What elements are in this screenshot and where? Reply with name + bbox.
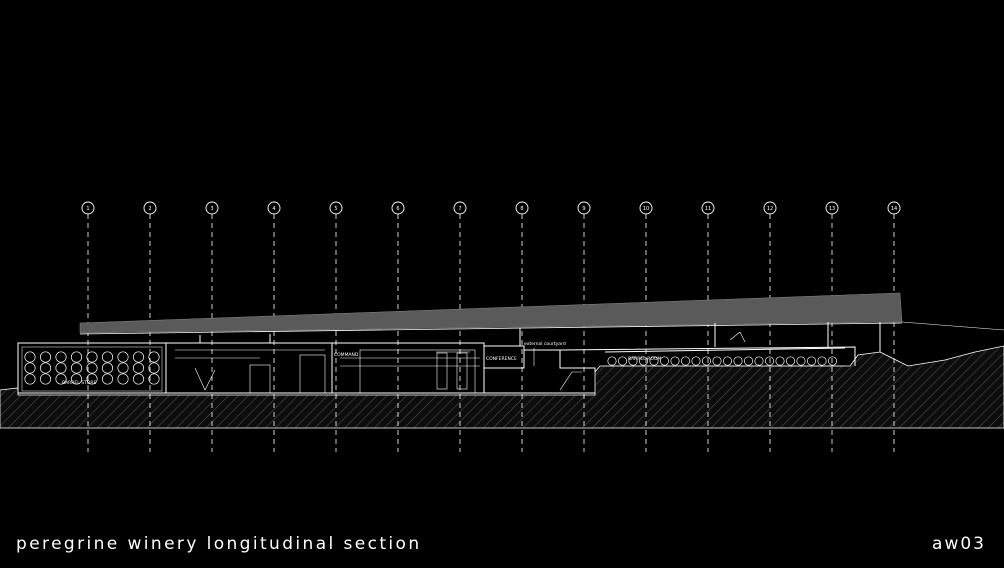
barrel <box>117 351 129 363</box>
grid-bubble-label: 6 <box>396 206 399 212</box>
barrel <box>148 351 160 363</box>
barrel <box>24 373 36 385</box>
barrel <box>148 362 160 374</box>
barrel <box>796 356 806 366</box>
grid-bubble-label: 14 <box>891 206 897 212</box>
barrel <box>680 356 691 366</box>
barrel <box>764 356 775 366</box>
barrel <box>132 373 145 385</box>
grid-bubble-label: 5 <box>334 206 337 212</box>
grid-bubble <box>329 201 343 215</box>
roof-soffit <box>79 322 903 335</box>
sheet-number: aw03 <box>932 534 986 554</box>
roof-slab <box>79 292 903 334</box>
barrel <box>649 356 659 366</box>
grid-bubble-label: 10 <box>643 206 649 212</box>
grid-bubble <box>391 201 405 215</box>
barrel <box>691 356 701 366</box>
grid-bubble-label: 9 <box>582 206 585 212</box>
room-label-barrel-store: BARREL STORE <box>62 380 96 386</box>
barrel <box>101 362 114 374</box>
barrel <box>70 351 83 363</box>
room-label-conference: CONFERENCE <box>486 356 517 362</box>
ground-mass <box>0 345 1004 429</box>
grid-bubble-label: 4 <box>272 206 275 212</box>
barrel <box>70 373 83 385</box>
grid-bubble <box>81 201 95 215</box>
barrel <box>148 373 160 385</box>
grid-bubble <box>825 201 839 215</box>
barrel <box>55 362 67 374</box>
barrel <box>743 356 754 366</box>
drawing-title: peregrine winery longitudinal section <box>16 534 422 554</box>
barrel <box>39 373 52 385</box>
barrel <box>55 351 67 363</box>
barrel <box>670 356 680 366</box>
barrel <box>617 356 628 366</box>
room-label-barrel-room: BARREL ROOM <box>628 356 661 362</box>
barrel <box>817 356 827 366</box>
barrel <box>39 362 52 374</box>
grid-bubble-label: 8 <box>520 206 523 212</box>
barrel <box>733 356 743 366</box>
barrel <box>638 356 649 366</box>
grid-bubble <box>763 201 777 215</box>
grid-bubble <box>453 201 467 215</box>
grid-bubble <box>205 201 219 215</box>
grid-bubble-label: 1 <box>86 206 89 212</box>
room-label-command: COMMAND <box>334 352 359 358</box>
barrel-row-right <box>607 356 838 366</box>
barrel <box>806 356 817 366</box>
barrel <box>86 351 98 363</box>
barrel <box>117 373 129 385</box>
room-label-external-courtyard: external courtyard <box>524 341 566 347</box>
grid-bubble-label: 7 <box>458 206 461 212</box>
grid-bubble <box>887 201 901 215</box>
barrel <box>628 356 638 366</box>
grid-bubble-label: 12 <box>767 206 773 212</box>
barrel <box>55 373 67 385</box>
barrel <box>101 351 114 363</box>
grid-bubble-label: 3 <box>210 206 213 212</box>
barrel <box>86 373 98 385</box>
barrel <box>607 356 617 366</box>
barrel <box>39 351 52 363</box>
barrel <box>785 356 796 366</box>
barrel <box>722 356 733 366</box>
grid-bubble-label: 2 <box>148 206 151 212</box>
barrel <box>70 362 83 374</box>
barrel <box>24 351 36 363</box>
barrel <box>101 373 114 385</box>
barrel <box>659 356 670 366</box>
grid-bubble <box>701 201 715 215</box>
grid-bubble-label: 13 <box>829 206 835 212</box>
barrel <box>775 356 785 366</box>
barrel <box>24 362 36 374</box>
interior-details <box>175 331 746 394</box>
barrel <box>132 362 145 374</box>
grid-bubble-label: 11 <box>705 206 711 212</box>
grid-bubble <box>143 201 157 215</box>
grid-bubble <box>267 201 281 215</box>
barrel <box>754 356 764 366</box>
barrel <box>132 351 145 363</box>
barrel-stack-left <box>24 351 160 385</box>
grid-bubble <box>515 201 529 215</box>
grid-bubble <box>577 201 591 215</box>
barrel <box>712 356 722 366</box>
grid-bubble <box>639 201 653 215</box>
barrel <box>86 362 98 374</box>
barrel <box>827 356 838 366</box>
barrel <box>701 356 712 366</box>
barrel <box>117 362 129 374</box>
